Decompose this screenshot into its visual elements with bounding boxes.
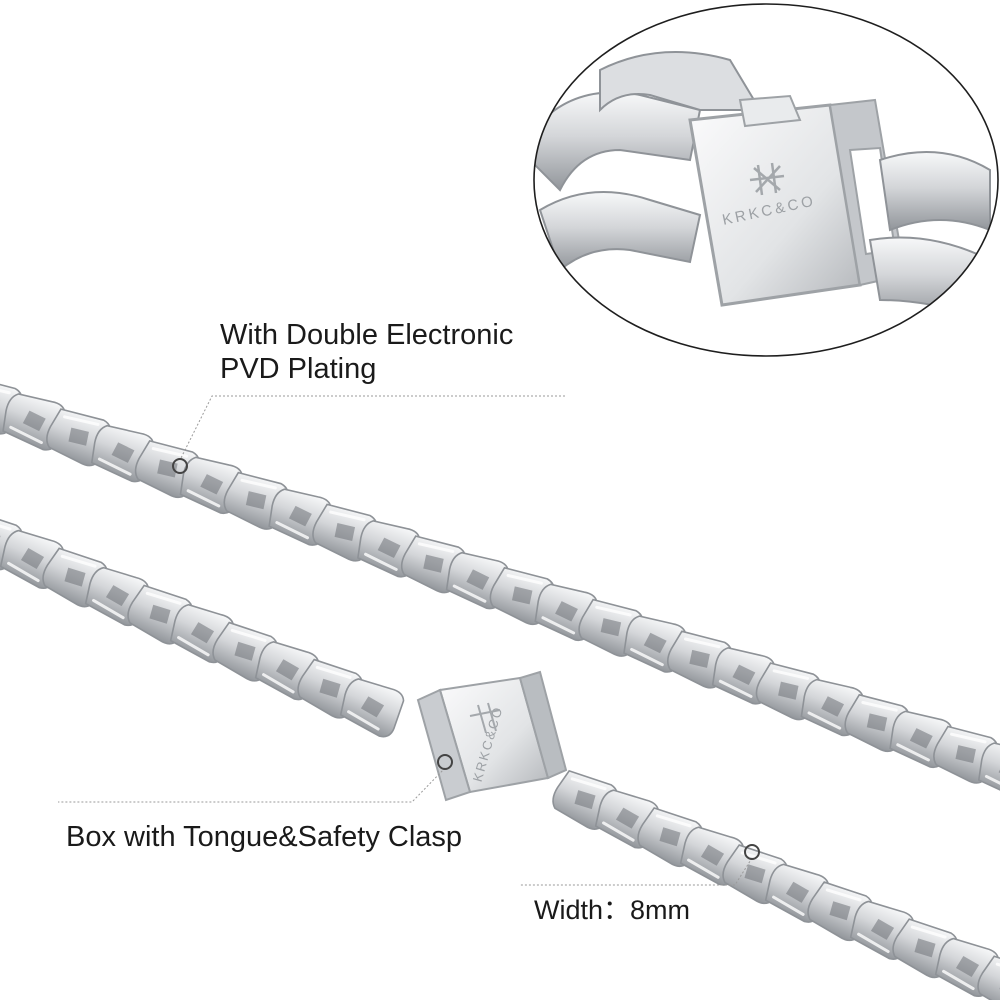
plating-callout-label: With Double Electronic PVD Plating [220, 318, 513, 386]
plating-callout-line1: With Double Electronic [220, 319, 514, 351]
chain-link [339, 678, 405, 738]
width-callout-label: Width：8mm [534, 895, 691, 925]
plating-callout-marker [172, 458, 188, 474]
clasp-callout-line [58, 767, 446, 803]
clasp-callout-marker [437, 754, 453, 770]
plating-callout-line2: PVD Plating [220, 353, 377, 385]
clasp-zoom-inset: KRKC&CO [533, 3, 999, 357]
chain-link [977, 742, 1000, 800]
box-clasp: KRKC&CO [416, 670, 568, 802]
plating-callout-line [179, 395, 565, 461]
width-callout-marker [744, 844, 760, 860]
clasp-callout-label: Box with Tongue&Safety Clasp [66, 821, 463, 853]
lower-chain [0, 510, 1000, 1000]
upper-chain [0, 376, 1000, 800]
zoom-brand-logo-icon [749, 162, 785, 196]
brand-logo-icon [469, 702, 501, 734]
